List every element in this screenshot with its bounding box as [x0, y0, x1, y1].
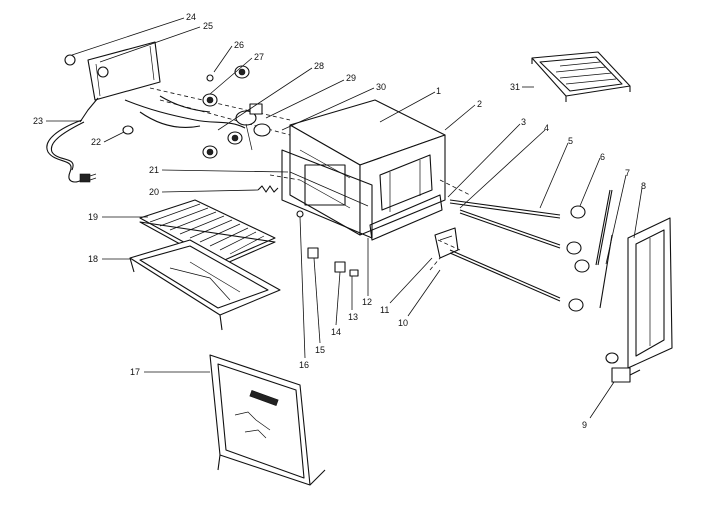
- callout-28: 28: [314, 61, 324, 71]
- oven-door-part: [209, 354, 326, 486]
- cord-clip-part: [122, 125, 134, 135]
- thermostat-part: [257, 185, 279, 193]
- end-panel-part: [605, 217, 673, 383]
- callout-11: 11: [380, 305, 389, 315]
- crumb-tray-part: [129, 239, 281, 331]
- wire-rack-part: [139, 199, 276, 267]
- callout-22: 22: [91, 137, 101, 147]
- callout-20: 20: [149, 187, 159, 197]
- callout-8: 8: [641, 181, 646, 191]
- callout-5: 5: [568, 136, 573, 146]
- callout-16: 16: [299, 360, 309, 370]
- callout-27: 27: [254, 52, 264, 62]
- callout-1: 1: [436, 86, 441, 96]
- callout-25: 25: [203, 21, 213, 31]
- callout-19: 19: [88, 212, 98, 222]
- callout-30: 30: [376, 82, 386, 92]
- door-hinge-bracket-part: [429, 227, 459, 271]
- callout-10: 10: [398, 318, 408, 328]
- callout-4: 4: [544, 123, 549, 133]
- heating-elements-part: [437, 179, 590, 312]
- callout-9: 9: [582, 420, 587, 430]
- callout-12: 12: [362, 297, 372, 307]
- callout-labels: 1 2 3 4 5 6 7 8 9 10 11 12 13 14 15 16 1…: [33, 12, 646, 430]
- callout-26: 26: [234, 40, 244, 50]
- callout-2: 2: [477, 99, 482, 109]
- callout-23: 23: [33, 116, 43, 126]
- knobs-part: [202, 65, 250, 159]
- oven-housing-part: [289, 99, 446, 241]
- callout-24: 24: [186, 12, 196, 22]
- rear-panel-part: [64, 41, 161, 123]
- callout-31: 31: [510, 82, 520, 92]
- feet-part: [296, 210, 359, 277]
- callout-6: 6: [600, 152, 605, 162]
- callout-7: 7: [625, 168, 630, 178]
- power-cord-part: [46, 119, 97, 183]
- callout-13: 13: [348, 312, 358, 322]
- callout-21: 21: [149, 165, 159, 175]
- callout-17: 17: [130, 367, 140, 377]
- callout-15: 15: [315, 345, 325, 355]
- callout-18: 18: [88, 254, 98, 264]
- front-frame-part: [269, 149, 373, 239]
- callout-29: 29: [346, 73, 356, 83]
- leader-lines: [46, 17, 643, 419]
- callout-14: 14: [331, 327, 341, 337]
- callout-3: 3: [521, 117, 526, 127]
- baking-pan-part: [531, 51, 631, 102]
